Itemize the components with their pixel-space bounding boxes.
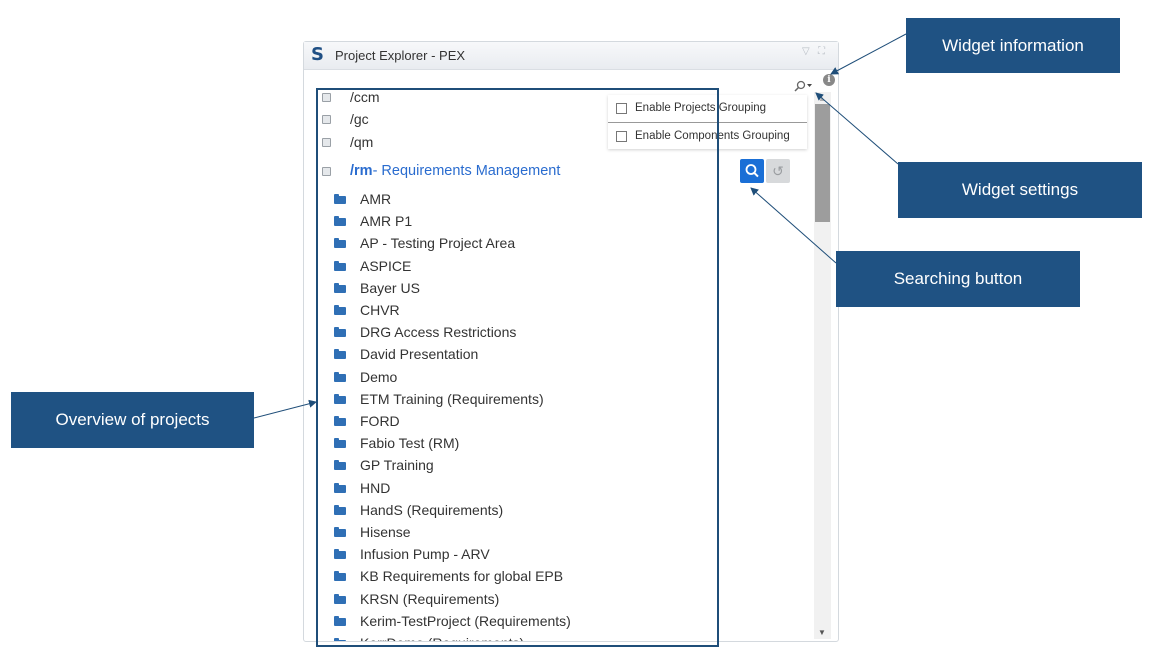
project-label: DRG Access Restrictions: [360, 324, 517, 341]
settings-magnifier-icon: [794, 80, 812, 92]
folder-icon: [334, 216, 346, 227]
project-label: HND: [360, 479, 391, 496]
callout-overview-of-projects: Overview of projects: [11, 392, 254, 448]
search-button[interactable]: [740, 159, 764, 183]
project-label: Demo: [360, 368, 398, 385]
project-label: AMR P1: [360, 213, 413, 230]
folder-icon: [334, 482, 346, 493]
enable-components-grouping-option[interactable]: Enable Components Grouping: [608, 123, 807, 150]
project-label: AMR: [360, 191, 392, 207]
project-explorer-widget: S Project Explorer - PEX ▽ ⛶ i /ccm /gc …: [303, 41, 839, 642]
enable-projects-grouping-option[interactable]: Enable Projects Grouping: [608, 95, 807, 122]
folder-icon: [334, 282, 346, 293]
server-icon: [322, 167, 331, 176]
folder-icon: [334, 571, 346, 582]
reset-icon: ↺: [772, 163, 784, 179]
project-label: Infusion Pump - ARV: [360, 546, 490, 563]
rm-label: - Requirements Management: [372, 163, 561, 179]
callout-widget-information: Widget information: [906, 18, 1120, 73]
scroll-down-arrow-icon[interactable]: ▼: [818, 628, 826, 637]
project-label: KRSN (Requirements): [360, 590, 500, 607]
projects-overview-highlight: [316, 88, 719, 647]
folder-icon: [334, 416, 346, 426]
project-label: HandS (Requirements): [360, 501, 504, 518]
search-icon: [745, 164, 759, 178]
widget-info-icon[interactable]: i: [823, 74, 835, 86]
folder-icon: [334, 305, 346, 315]
arrow-widget-information: [830, 33, 907, 75]
server-icon: [322, 93, 331, 102]
folder-icon: [334, 194, 346, 204]
project-label: FORD: [360, 413, 400, 429]
widget-titlebar: S Project Explorer - PEX ▽ ⛶: [304, 42, 838, 70]
project-label: KB Requirements for global EPB: [360, 568, 564, 585]
folder-icon: [334, 349, 346, 360]
menu-separator: [608, 122, 807, 123]
grouping-menu: Enable Projects Grouping Enable Componen…: [608, 95, 807, 149]
folder-icon: [334, 327, 346, 338]
project-label: Kerim-TestProject (Requirements): [360, 612, 571, 629]
project-label: CHVR: [360, 302, 400, 318]
folder-icon: [334, 460, 346, 471]
project-label: ASPICE: [360, 257, 412, 274]
project-label: Fabio Test (RM): [360, 435, 460, 452]
server-icon: [322, 115, 331, 124]
folder-icon: [334, 638, 346, 641]
scroll-thumb[interactable]: [815, 104, 830, 222]
project-tree: /ccm /gc /qm /rm- Requirements Managemen…: [318, 88, 718, 641]
reset-search-button[interactable]: ↺: [766, 159, 790, 183]
project-label: GP Training: [360, 457, 434, 474]
folder-icon: [334, 527, 346, 537]
folder-icon: [334, 238, 346, 249]
widget-title: Project Explorer - PEX: [335, 48, 466, 63]
components-grouping-checkbox[interactable]: [616, 131, 627, 142]
maximize-icon[interactable]: ⛶: [818, 46, 825, 57]
callout-widget-settings: Widget settings: [898, 162, 1142, 218]
folder-icon: [334, 504, 346, 515]
app-logo: S: [311, 44, 324, 65]
projects-grouping-checkbox[interactable]: [616, 103, 627, 114]
folder-icon: [334, 393, 346, 404]
folder-icon: [334, 371, 346, 382]
folder-icon: [334, 615, 346, 626]
widget-settings-icon[interactable]: [793, 80, 813, 95]
tree-scrollbar[interactable]: ▲ ▼: [814, 92, 831, 639]
project-label: AP - Testing Project Area: [360, 235, 516, 252]
server-icon: [322, 138, 331, 147]
project-label: KerrDemo (Requirements): [360, 635, 524, 641]
project-label: Hisense: [360, 524, 411, 540]
scroll-up-arrow-icon[interactable]: ▲: [818, 94, 826, 103]
minimize-icon[interactable]: ▽: [802, 46, 810, 57]
project-label: Bayer US: [360, 279, 420, 296]
folder-icon: [334, 438, 346, 449]
project-label: David Presentation: [360, 346, 479, 363]
folder-icon: [334, 260, 346, 271]
callout-searching-button: Searching button: [836, 251, 1080, 307]
folder-icon: [334, 593, 346, 604]
folder-icon: [334, 549, 346, 560]
project-label: ETM Training (Requirements): [360, 390, 544, 407]
rm-path: /rm: [350, 163, 373, 179]
